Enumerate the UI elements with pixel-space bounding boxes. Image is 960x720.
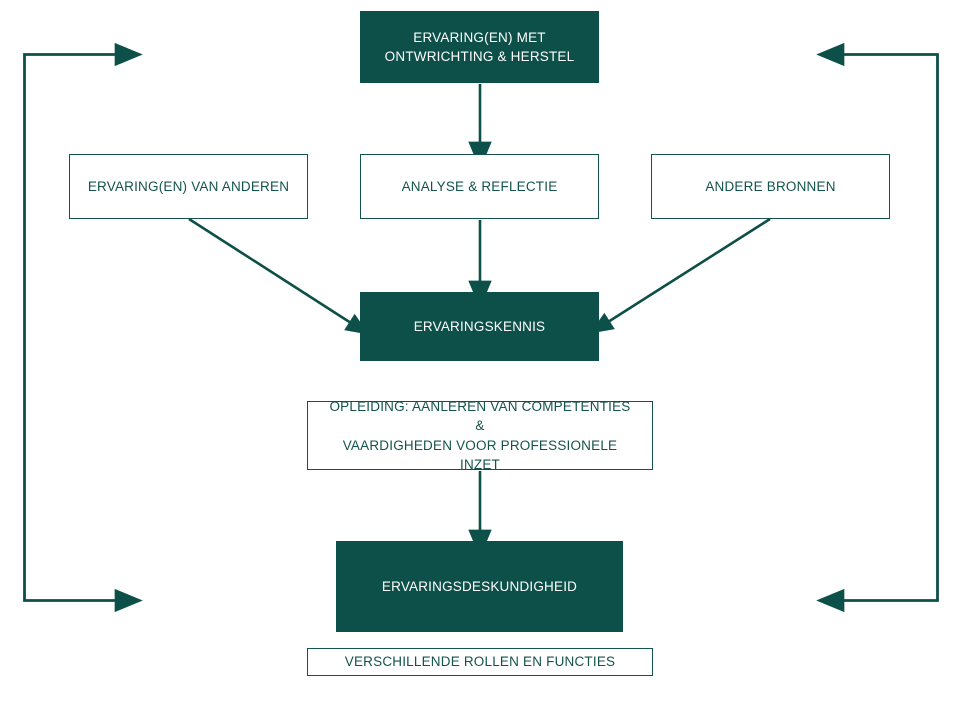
node-verschillende-rollen[interactable]: VERSCHILLENDE ROLLEN EN FUNCTIES: [307, 648, 653, 676]
node-label: VERSCHILLENDE ROLLEN EN FUNCTIES: [344, 654, 616, 670]
connector-andere-bronnen-to-ervaringskennis: [589, 217, 771, 334]
node-label-line: ERVARING(EN) MET: [413, 29, 546, 45]
node-analyse-reflectie[interactable]: ANALYSE & REFLECTIE: [360, 154, 599, 219]
connector-right-feedback-loop: [816, 42, 939, 613]
node-label-line: VAARDIGHEDEN VOOR PROFESSIONELE INZET: [342, 437, 618, 472]
connector-ervaringen-van-anderen-to-ervaringskennis: [188, 217, 370, 335]
node-ervaringskennis[interactable]: ERVARINGSKENNIS: [360, 292, 599, 361]
node-ervaringen-met-ontwrichting[interactable]: ERVARING(EN) MET ONTWRICHTING & HERSTEL: [360, 11, 599, 83]
node-label: ANALYSE & REFLECTIE: [401, 178, 558, 194]
connector-left-feedback-loop: [23, 42, 143, 613]
node-label: ERVARINGSKENNIS: [413, 318, 546, 334]
node-label: OPLEIDING: AANLEREN VAN COMPETENTIES & V…: [308, 397, 652, 474]
node-label-line: ONTWRICHTING & HERSTEL: [384, 49, 575, 64]
node-label: ERVARINGSDESKUNDIGHEID: [381, 578, 578, 594]
node-ervaringsdeskundigheid[interactable]: ERVARINGSDESKUNDIGHEID: [336, 541, 623, 632]
node-label-line: OPLEIDING: AANLEREN VAN COMPETENTIES &: [329, 399, 631, 434]
node-label: ERVARING(EN) MET ONTWRICHTING & HERSTEL: [365, 28, 595, 66]
node-opleiding[interactable]: OPLEIDING: AANLEREN VAN COMPETENTIES & V…: [307, 399, 653, 472]
node-label: ANDERE BRONNEN: [705, 178, 836, 194]
node-ervaringen-van-anderen[interactable]: ERVARING(EN) VAN ANDEREN: [69, 154, 308, 219]
node-label: ERVARING(EN) VAN ANDEREN: [87, 178, 290, 194]
node-andere-bronnen[interactable]: ANDERE BRONNEN: [651, 154, 890, 219]
